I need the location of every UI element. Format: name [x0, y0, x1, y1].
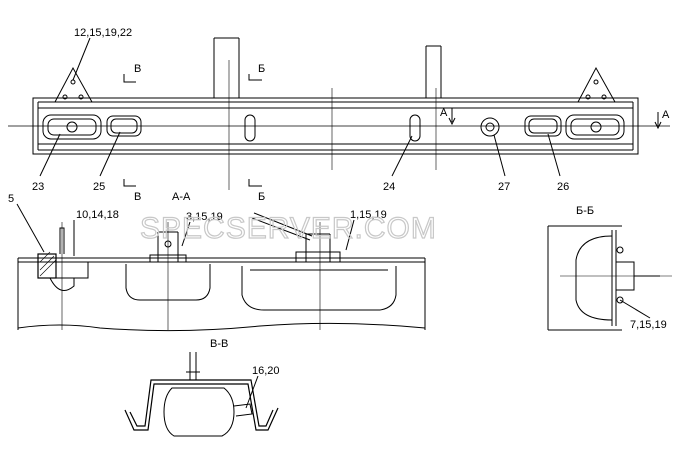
bb-frame	[547, 225, 622, 331]
left-combo-lamp	[42, 114, 102, 140]
lamp-26-inner	[528, 118, 558, 134]
callout-25: 25	[93, 181, 105, 193]
right-warning-triangle	[577, 66, 616, 103]
aa-right-lamp-mount	[295, 233, 341, 262]
bb-lamp	[575, 235, 613, 321]
slot-24	[409, 114, 421, 142]
callout-26: 26	[557, 181, 569, 193]
lamp-25-inner	[110, 118, 138, 134]
callout-27: 27	[498, 181, 510, 193]
callout-24: 24	[383, 181, 395, 193]
right-triangle-bolt-1	[593, 79, 599, 85]
right-combo-lamp	[565, 114, 625, 140]
section-mark-b-bottom-label: Б	[258, 191, 265, 203]
bb-bolt-1	[616, 246, 624, 254]
leader-23	[39, 133, 61, 177]
aa-frame	[17, 257, 426, 330]
vv-bracket	[233, 403, 253, 417]
section-mark-a-right	[654, 112, 662, 130]
aa-left-lamp-lens	[49, 277, 75, 291]
section-mark-v-top	[123, 74, 136, 83]
leader-1-15-19	[345, 219, 355, 251]
callout-3-15-19: 3,15,19	[186, 211, 223, 223]
section-vv	[124, 352, 279, 437]
section-title-vv: В-В	[210, 338, 228, 350]
left-warning-triangle	[54, 66, 93, 103]
left-combo-lamp-bulb	[66, 121, 78, 133]
top-view	[8, 37, 670, 190]
right-triangle-bolt-2	[585, 94, 591, 100]
section-title-bb: Б-Б	[576, 205, 594, 217]
left-triangle-bolt-2	[62, 94, 68, 100]
callout-16-20: 16,20	[252, 365, 280, 377]
leader-24	[391, 135, 413, 177]
leader-16-20	[245, 375, 259, 409]
leader-12-15-19-22	[72, 37, 91, 81]
section-title-aa: A-A	[172, 191, 191, 203]
vv-channel-inner	[129, 379, 274, 427]
leader-5	[16, 203, 45, 253]
aa-left-hatch	[39, 251, 57, 277]
aa-left-lamp	[55, 261, 89, 279]
aa-middle-lamp-mount	[149, 231, 187, 262]
section-mark-b-top-label: Б	[258, 63, 265, 75]
vv-stand	[186, 352, 200, 380]
callout-23: 23	[32, 181, 44, 193]
lamp-27-inner	[485, 122, 495, 132]
vv-lamp	[163, 387, 235, 437]
section-mark-v-bottom-label: В	[134, 191, 141, 203]
callout-10-14-18: 10,14,18	[76, 209, 119, 221]
vv-channel-outer	[124, 383, 279, 431]
right-combo-lamp-bulb	[590, 121, 602, 133]
right-triangle-bolt-3	[601, 94, 607, 100]
beam-inner-lines	[37, 101, 634, 151]
slot-left	[244, 114, 256, 142]
lamp-25	[106, 115, 142, 137]
bb-wall	[611, 230, 617, 326]
watermark: SPECSERVER.COM	[140, 212, 437, 245]
section-mark-v-bottom	[123, 179, 136, 187]
section-mark-a-left-label: A	[440, 107, 448, 119]
aa-right-lamp-body	[241, 266, 397, 311]
section-mark-v-top-label: В	[134, 63, 141, 75]
aa-rod	[251, 212, 313, 241]
callout-5: 5	[8, 193, 14, 205]
lamp-26	[524, 115, 562, 137]
callout-7-15-19: 7,15,19	[630, 319, 667, 331]
section-mark-a-right-label: A	[662, 109, 670, 121]
section-bb	[547, 225, 672, 331]
right-combo-lamp-inner	[570, 118, 620, 136]
left-combo-lamp-inner	[47, 118, 97, 136]
left-triangle-bolt-3	[78, 94, 84, 100]
right-post	[425, 45, 442, 98]
leader-26	[547, 133, 561, 177]
leader-25	[99, 131, 121, 177]
lamp-27	[480, 117, 500, 137]
left-post	[213, 37, 240, 98]
callout-1-15-19: 1,15,19	[350, 209, 387, 221]
leader-7-15-19	[619, 299, 651, 319]
bb-bolt-2	[616, 296, 624, 304]
section-aa	[16, 203, 426, 332]
leader-27	[493, 134, 506, 177]
section-mark-a-left	[448, 108, 456, 126]
section-mark-b-bottom	[248, 179, 262, 187]
aa-bottom-break	[17, 322, 426, 332]
left-triangle-bolt-1	[70, 79, 76, 85]
callout-12-15-19-22: 12,15,19,22	[74, 27, 132, 39]
leader-3-15-19	[181, 221, 191, 247]
section-mark-b-top	[248, 74, 262, 81]
